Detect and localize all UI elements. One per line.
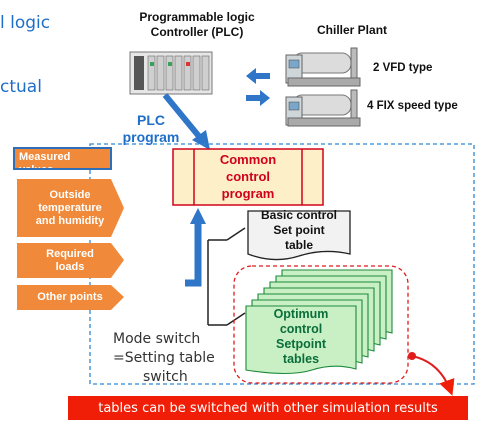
- outside-temp-line2: temperature: [38, 201, 102, 214]
- arrow-right-icon: [246, 90, 270, 106]
- optimum-group-frame: [233, 265, 409, 384]
- plc-program-line1: PLC: [137, 112, 165, 128]
- outside-temp-line1: Outside: [49, 188, 91, 201]
- required-loads-shape: [17, 243, 124, 278]
- mode-switch-label: Mode switch =Setting table switch: [113, 330, 215, 387]
- basic-table-line3: table: [284, 238, 313, 252]
- optimum-tables-line4: tables: [282, 352, 320, 366]
- simulation-banner: tables can be switched with other simula…: [68, 396, 468, 420]
- basic-table-label: Basic control Set point table: [248, 208, 350, 253]
- common-program-label: Common control program: [194, 151, 302, 202]
- measured-values-box: Measured values: [13, 147, 112, 170]
- required-loads-line2: loads: [55, 260, 85, 273]
- chiller-fix-icon: [285, 89, 361, 127]
- outside-temp-tag: Outside temperature and humidity: [17, 179, 123, 237]
- plc-title-line2: Controller (PLC): [150, 25, 244, 39]
- common-program-box: [172, 148, 324, 206]
- plc-title-line1: Programmable logic: [139, 10, 255, 24]
- other-points-line1: Other points: [37, 291, 103, 303]
- optimum-tables-line2: control: [279, 322, 323, 336]
- other-points-tag: Other points: [17, 285, 123, 310]
- mode-switch-line1: Mode switch: [113, 331, 201, 347]
- mode-switch-line3: switch: [143, 369, 188, 385]
- required-loads-line1: Required: [46, 247, 94, 260]
- chiller-vfd-icon: [285, 47, 361, 87]
- arrow-left-icon: [246, 68, 270, 84]
- fix-type-label: 4 FIX speed type: [367, 100, 458, 112]
- red-arrow-icon: [411, 355, 455, 396]
- plc-to-program-arrow-icon: [162, 93, 205, 142]
- chiller-plant-title: Chiller Plant: [317, 23, 388, 37]
- other-points-shape: [17, 285, 124, 310]
- optimum-tables-stack: [245, 269, 393, 375]
- common-program-line2: control: [225, 169, 271, 184]
- simulation-banner-text: tables can be switched with other simula…: [98, 400, 438, 416]
- plc-program-line2: program: [122, 129, 180, 145]
- plc-program-label: PLC program: [113, 112, 189, 146]
- common-program-line1: Common: [219, 152, 277, 167]
- outside-temp-line3: and humidity: [35, 214, 105, 227]
- plc-arrow-head-icon: [192, 130, 210, 150]
- mode-switch-line2: =Setting table: [113, 350, 215, 366]
- measured-values-label: Measured values: [19, 151, 71, 170]
- basic-table-document: [247, 210, 351, 261]
- plc-title: Programmable logic Controller (PLC): [117, 10, 277, 40]
- outside-temp-shape: [17, 179, 124, 237]
- vfd-type-label: 2 VFD type: [373, 62, 433, 74]
- feedback-arrow-icon: [185, 222, 202, 287]
- optimum-tables-label: Optimum control Setpoint tables: [246, 307, 356, 367]
- basic-table-line2: Set point: [273, 223, 325, 237]
- left-text-line1: l logic: [0, 13, 51, 33]
- left-text-line2: ctual: [0, 77, 42, 97]
- optimum-tables-line3: Setpoint: [276, 337, 326, 351]
- common-program-line3: program: [221, 186, 275, 201]
- required-loads-tag: Required loads: [17, 243, 123, 278]
- plc-device-icon: [129, 51, 213, 95]
- basic-table-line1: Basic control: [260, 208, 338, 222]
- feedback-arrow-head-icon: [190, 208, 206, 224]
- switch-lines: [207, 227, 246, 326]
- optimum-tables-line1: Optimum: [273, 307, 329, 321]
